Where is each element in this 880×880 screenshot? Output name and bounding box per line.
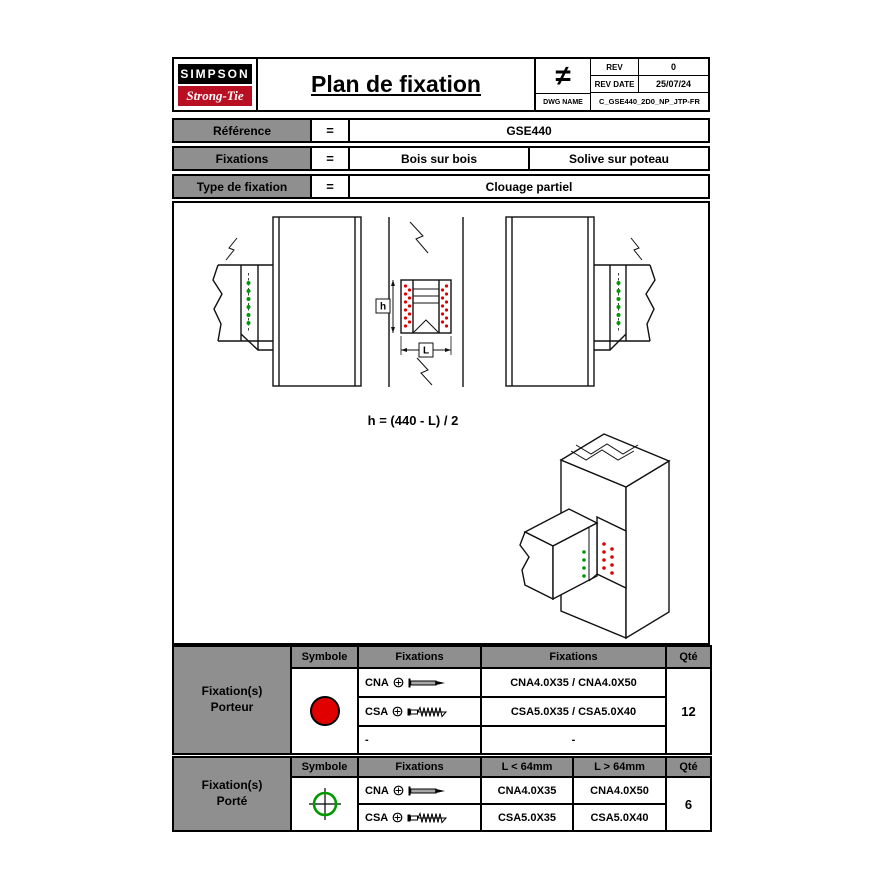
porte-header-l-less: L < 64mm [481,757,573,777]
iso-green-fasteners [582,550,586,578]
symbol-column: ≠ DWG NAME [536,59,591,110]
rev-date-label: REV DATE [591,76,639,92]
left-side-view [212,216,362,387]
porteur-label-line2: Porteur [210,700,254,714]
porteur-header-fixations-right: Fixations [481,646,666,668]
nail-icon [408,678,445,687]
porte-symbol-cell [291,777,358,831]
rev-label: REV [591,59,639,75]
porte-row-label: Fixation(s) Porté [173,757,291,831]
fixations-label: Fixations [174,148,312,169]
left-view-green-fasteners [246,281,251,325]
csa-label: CSA [365,811,389,824]
iso-red-fasteners [602,542,614,575]
rev-row: REV 0 [591,59,708,76]
type-fixation-value: Clouage partiel [485,179,573,194]
drawing-area: h L [172,201,710,645]
porte-cna-l-greater-value: CNA4.0X50 [573,777,666,804]
dim-l-label: L [423,346,429,357]
fixations-value-right: Solive sur poteau [528,148,708,169]
porteur-row-csa-value: CSA5.0X35 / CSA5.0X40 [481,697,666,726]
equals-sign: = [312,120,350,141]
drawing-sheet: SIMPSON Strong-Tie Plan de fixation ≠ DW… [172,57,712,832]
equals-sign: = [312,148,350,169]
dim-h-label: h [380,302,386,313]
strongtie-logo: Strong-Tie [178,85,252,106]
revision-block: ≠ DWG NAME REV 0 REV DATE 25/07/24 C_GSE… [536,59,708,110]
porteur-header-fixations-left: Fixations [358,646,481,668]
porte-row-csa-type: CSA [358,804,481,831]
porteur-header-qty: Qté [666,646,711,668]
cna-label: CNA [365,676,389,689]
porte-csa-l-greater-value: CSA5.0X40 [573,804,666,831]
right-view-green-fasteners [616,281,621,325]
technical-drawing: h L [212,216,671,640]
revision-column: REV 0 REV DATE 25/07/24 C_GSE440_2D0_NP_… [591,59,708,110]
fastener-head-icon [392,812,403,823]
type-fixation-label: Type de fixation [174,176,312,197]
reference-value: GSE440 [506,123,552,138]
front-view [375,217,464,387]
front-view-red-fasteners [403,284,449,328]
height-formula: h = (440 - L) / 2 [368,413,459,428]
porte-row-cna-type: CNA [358,777,481,804]
porte-header-symbole: Symbole [291,757,358,777]
screw-icon [407,811,448,824]
porte-header-qty: Qté [666,757,711,777]
brand-logo: SIMPSON Strong-Tie [174,59,258,110]
info-row-fixations: Fixations = Bois sur bois Solive sur pot… [172,146,710,171]
info-row-reference: Référence = GSE440 [172,118,710,143]
fastener-head-icon [393,677,404,688]
porteur-row-dash-value: - [481,726,666,754]
porte-label-line2: Porté [216,794,248,808]
porte-csa-l-less-value: CSA5.0X35 [481,804,573,831]
fastener-head-icon [393,785,404,796]
rev-value: 0 [670,62,676,72]
title-block: SIMPSON Strong-Tie Plan de fixation ≠ DW… [172,57,710,112]
porteur-row-label: Fixation(s) Porteur [173,646,291,754]
porteur-header-symbole: Symbole [291,646,358,668]
porte-header-l-greater: L > 64mm [573,757,666,777]
simpson-logo: SIMPSON [178,63,252,84]
green-crosshair-symbol [308,788,341,820]
isometric-view [519,433,671,640]
csa-label: CSA [365,705,389,718]
reference-label: Référence [174,120,312,141]
page-title: Plan de fixation [311,71,481,97]
porteur-row-csa-type: CSA [358,697,481,726]
porte-header-fixations: Fixations [358,757,481,777]
rev-date-value: 25/07/24 [655,79,692,89]
porte-cna-l-less-value: CNA4.0X35 [481,777,573,804]
title-cell: Plan de fixation [258,59,536,110]
porteur-fixations-table: Fixation(s) Porteur Symbole Fixations Fi… [172,645,712,755]
dwg-name-label: DWG NAME [543,98,583,106]
porteur-qty-value: 12 [666,668,711,754]
screw-icon [407,705,448,718]
not-equal-symbol: ≠ [536,59,590,94]
fixations-value-left: Bois sur bois [400,151,477,166]
nail-icon [408,786,445,795]
red-circle-symbol [309,696,340,726]
porteur-symbol-cell [291,668,358,754]
dwg-name-value: C_GSE440_2D0_NP_JTP-FR [599,97,700,106]
porte-qty-value: 6 [666,777,711,831]
porte-label-line1: Fixation(s) [201,778,263,793]
info-row-type-fixation: Type de fixation = Clouage partiel [172,174,710,199]
cna-label: CNA [365,784,389,797]
right-side-view [505,216,656,387]
porteur-row-dash-type: - [358,726,481,754]
porte-fixations-table: Fixation(s) Porté Symbole Fixations L < … [172,756,712,832]
porteur-label-line1: Fixation(s) [201,684,263,699]
porteur-row-cna-type: CNA [358,668,481,697]
rev-date-row: REV DATE 25/07/24 [591,76,708,93]
equals-sign: = [312,176,350,197]
porteur-row-cna-value: CNA4.0X35 / CNA4.0X50 [481,668,666,697]
fastener-head-icon [392,706,403,717]
